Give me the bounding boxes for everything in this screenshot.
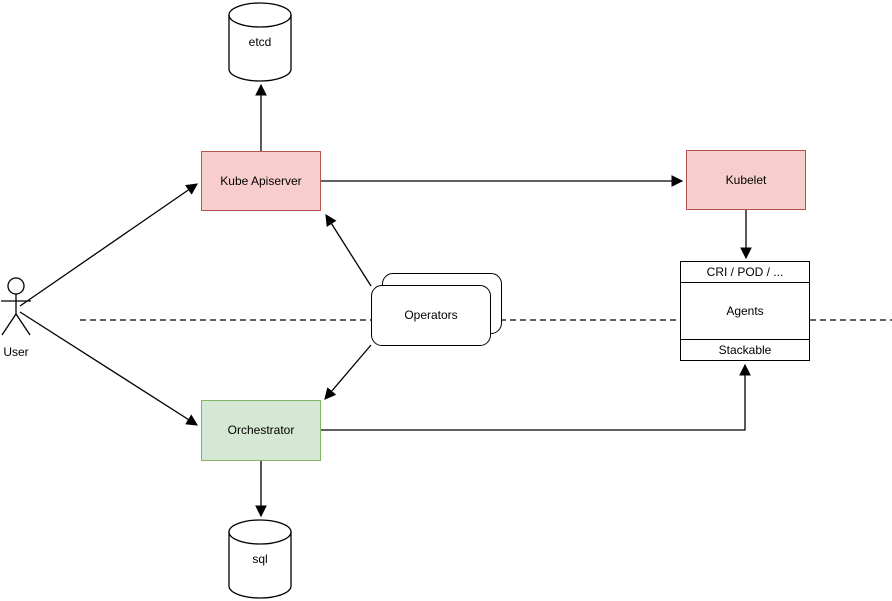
- kubelet-label: Kubelet: [725, 172, 767, 187]
- stack-row-agents: Agents: [726, 304, 764, 318]
- operators-label: Operators: [404, 308, 458, 323]
- user-actor-icon: [1, 277, 31, 336]
- edge-operators-to-orchestrator: [324, 344, 372, 400]
- edge-orchestrator-to-stackable: [321, 363, 751, 431]
- stack-row-cri-pod: CRI / POD / ...: [681, 262, 809, 283]
- sql-cylinder-shape: [228, 519, 292, 599]
- orchestrator-label: Orchestrator: [227, 423, 295, 438]
- edge-operators-to-apiserver: [325, 214, 372, 287]
- edge-user-to-orchestrator: [19, 311, 198, 426]
- edge-user-to-apiserver: [19, 183, 198, 307]
- operators-node: Operators: [371, 285, 491, 346]
- kube-apiserver-label: Kube Apiserver: [220, 173, 302, 188]
- agents-stack-node: CRI / POD / ... Agents Stackable: [680, 261, 810, 361]
- kubelet-node: Kubelet: [686, 150, 806, 210]
- kube-apiserver-node: Kube Apiserver: [201, 151, 321, 211]
- orchestrator-node: Orchestrator: [201, 400, 321, 461]
- etcd-cylinder-shape: [228, 2, 292, 82]
- stack-row-stackable: Stackable: [681, 339, 809, 360]
